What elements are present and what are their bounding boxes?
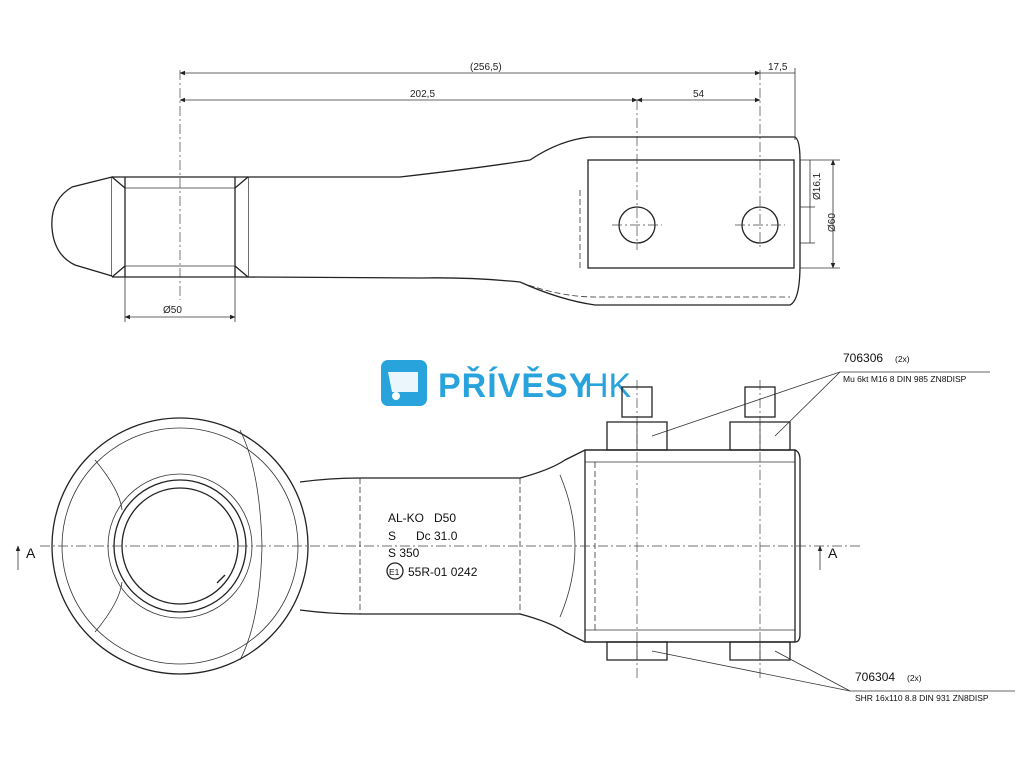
- section-label-right: A: [828, 545, 838, 561]
- section-label-left: A: [26, 545, 36, 561]
- part-desc-2: SHR 16x110 8.8 DIN 931 ZN8DISP: [855, 693, 989, 703]
- part-callout-bolt: 706304 (2x) SHR 16x110 8.8 DIN 931 ZN8DI…: [651, 650, 1015, 703]
- top-section-view: (256,5) 17,5 202,5 54 Ø16,1 Ø60 Ø50: [51, 62, 840, 322]
- bolt-head-1: [606, 641, 668, 661]
- bolt-head-2: [729, 641, 791, 661]
- logo-text-light: HK: [584, 367, 632, 405]
- plate-recess: [587, 159, 795, 269]
- dim-overall-ref: (256,5): [470, 62, 502, 73]
- logo-text-bold: PŘÍVĚSY: [438, 367, 592, 405]
- dim-hole-dia: Ø16,1: [812, 172, 823, 200]
- shank-section: [247, 136, 801, 306]
- dim-offset: 17,5: [768, 62, 788, 73]
- marking-line-1: AL-KO D50: [388, 511, 456, 525]
- marking-line-2: S Dc 31.0: [388, 529, 458, 543]
- dim-plate-height: Ø60: [827, 213, 838, 232]
- front-view: AL-KO D50 S Dc 31.0 S 350 E1 55R-01 0242…: [15, 351, 1015, 703]
- approval-number: 55R-01 0242: [408, 565, 478, 579]
- marking-line-3: S 350: [388, 546, 420, 560]
- approval-mark-circle: [386, 562, 404, 580]
- part-callout-nut: 706306 (2x) Mu 6kt M16 8 DIN 985 ZN8DISP: [651, 351, 990, 437]
- dim-bore-dia: Ø50: [163, 305, 182, 316]
- part-number-2: 706304: [855, 670, 895, 684]
- approval-mark: E1: [389, 567, 400, 577]
- eye-outer: [51, 417, 309, 675]
- part-number-1: 706306: [843, 351, 883, 365]
- eye-section-left: [51, 176, 113, 277]
- brand-logo: PŘÍVĚSY HK: [381, 360, 632, 406]
- shank-outline: [299, 449, 801, 643]
- nut-top-1: [606, 386, 668, 451]
- part-qty-2: (2x): [907, 673, 922, 683]
- part-qty-1: (2x): [895, 354, 910, 364]
- part-desc-1: Mu 6kt M16 8 DIN 985 ZN8DISP: [843, 374, 967, 384]
- dim-eye-to-hole: 202,5: [410, 89, 435, 100]
- dim-hole-spacing: 54: [693, 89, 705, 100]
- nut-top-2: [729, 386, 791, 451]
